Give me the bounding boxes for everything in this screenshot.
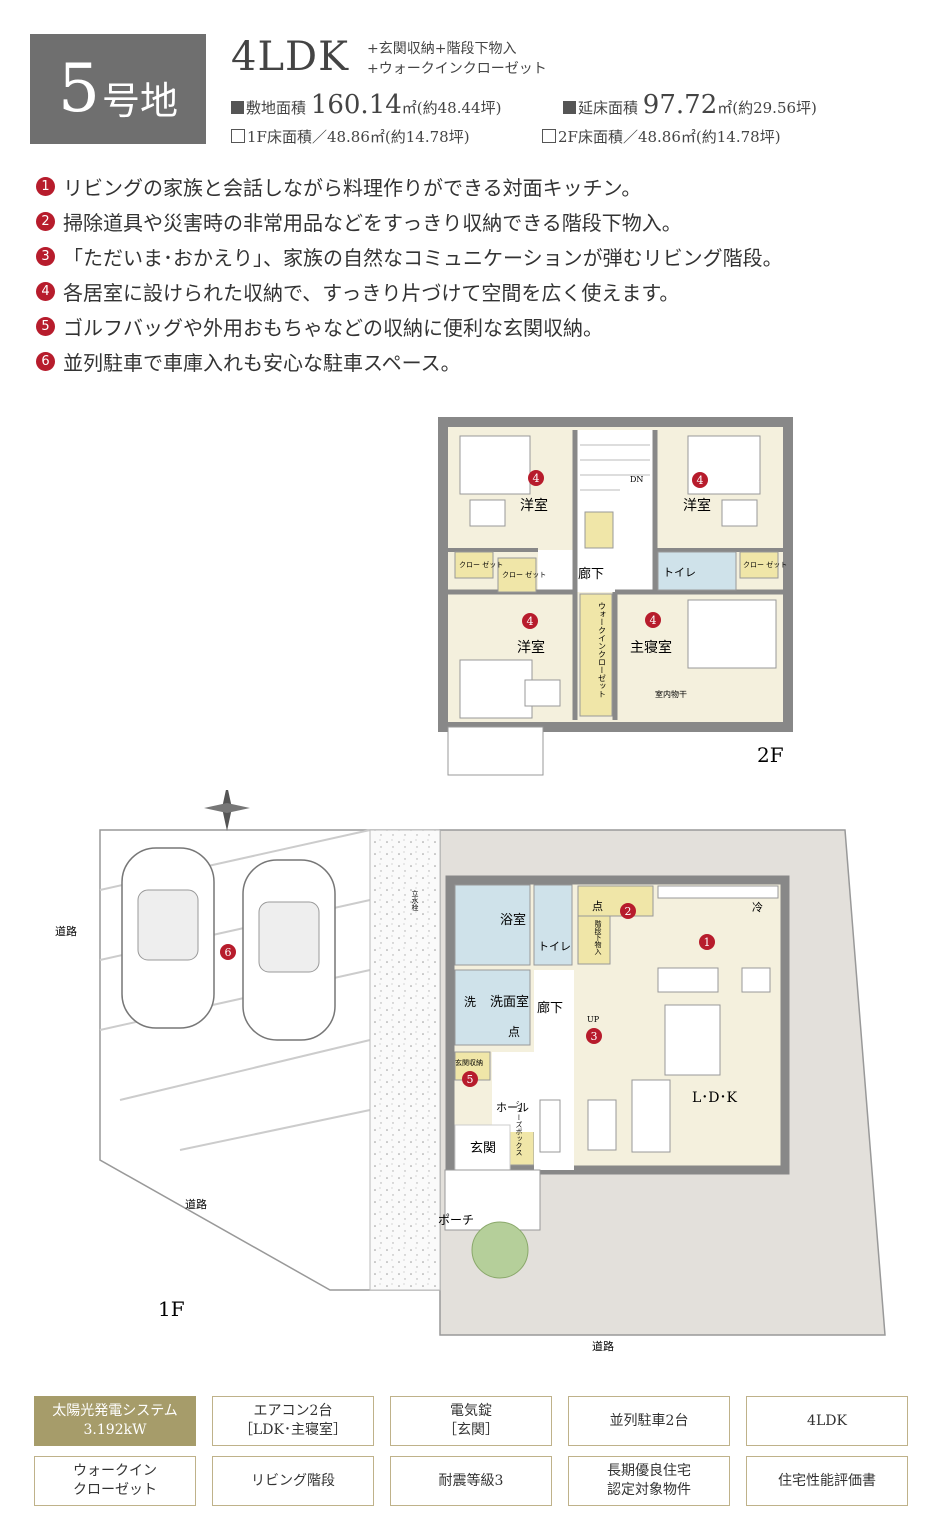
dryer-label: 室内物干	[655, 689, 687, 699]
road-label: 道路	[592, 1339, 614, 1353]
floor-label-2f: 2F	[757, 743, 784, 767]
tag-4ldk: 4LDK	[746, 1396, 908, 1446]
number-badge: 1	[36, 177, 55, 196]
room-label: 主寝室	[630, 639, 672, 656]
storage-label: シューズボックス	[515, 1100, 523, 1156]
floor-area: 延床面積 97.72㎡(約29.56坪)	[563, 90, 817, 120]
room-label: 洋室	[520, 497, 548, 514]
plan-type: 4LDK	[231, 34, 349, 80]
stairs-up-label: UP	[587, 1015, 600, 1024]
svg-text:4: 4	[533, 472, 540, 485]
filled-square-icon	[231, 101, 244, 114]
room-label: 洋室	[517, 639, 545, 656]
storage-label: 玄関収納	[455, 1058, 483, 1067]
room-label: トイレ	[663, 566, 696, 579]
lot-number: 5	[57, 50, 100, 127]
room-label: 浴室	[500, 912, 526, 928]
f2-area: 2F床面積／48.86㎡(約14.78坪)	[542, 126, 781, 147]
closet-label: クロー ゼット	[743, 560, 787, 569]
svg-text:5: 5	[467, 1073, 474, 1086]
stairs-down-label: DN	[630, 475, 643, 484]
inspection-label: 点	[508, 1025, 520, 1039]
tag-seismic: 耐震等級3	[390, 1456, 552, 1506]
floor-label-1f: 1F	[158, 1297, 185, 1321]
plan-extra-2: +ウォークインクローゼット	[367, 61, 547, 77]
svg-text:3: 3	[591, 1030, 598, 1043]
filled-square-icon	[563, 101, 576, 114]
fridge-label: 冷	[752, 901, 763, 914]
room-label: L･D･K	[692, 1090, 738, 1106]
tag-aircon: エアコン2台 ［LDK･主寝室］	[212, 1396, 374, 1446]
room-label: 洗面室	[490, 994, 529, 1010]
closet-label: クロー ゼット	[502, 570, 546, 579]
tag-performance: 住宅性能評価書	[746, 1456, 908, 1506]
svg-text:4: 4	[650, 614, 657, 627]
f1-area: 1F床面積／48.86㎡(約14.78坪)	[231, 126, 470, 147]
tag-parking: 並列駐車2台	[568, 1396, 730, 1446]
number-badge: 6	[36, 352, 55, 371]
storage-label: 階段下物入	[594, 919, 602, 955]
empty-square-icon	[542, 129, 556, 143]
room-label: 洋室	[683, 497, 711, 514]
tag-solar: 太陽光発電システム 3.192kW	[34, 1396, 196, 1446]
compass-icon: N	[204, 790, 250, 831]
room-label: 廊下	[578, 566, 604, 582]
tag-walk-in-closet: ウォークイン クローゼット	[34, 1456, 196, 1506]
lot-number-box: 5 号地	[30, 34, 206, 144]
road-label: 道路	[55, 924, 77, 938]
number-badge: 3	[36, 247, 55, 266]
room-label: ホール	[496, 1101, 529, 1114]
floor-plan-2f: 4 4 4 4 洋室 洋室 洋室 主寝室 廊下 トイレ DN ウォークインクロー…	[438, 417, 793, 776]
site-area-value: 160.14	[310, 90, 402, 120]
floor2-walls	[438, 417, 793, 776]
room-label: 玄関	[470, 1141, 496, 1156]
tag-electric-lock: 電気錠 ［玄関］	[390, 1396, 552, 1446]
tag-living-stairs: リビング階段	[212, 1456, 374, 1506]
washer-label: 洗	[464, 995, 476, 1009]
svg-text:2: 2	[625, 905, 632, 918]
parked-cars: 6	[121, 847, 336, 1041]
road-label: 道路	[185, 1197, 207, 1211]
room-label: ポーチ	[438, 1213, 474, 1227]
floor-plan-1f: 6 2 1 3 5 浴室 トイレ 洗面室 洗 点 点 廊下 L･D･K ホール …	[55, 790, 886, 1353]
floor1-badges: 2 1 3 5	[462, 903, 715, 1087]
floor2-badges: 4 4 4 4	[522, 470, 708, 629]
number-badge: 4	[36, 282, 55, 301]
floor-area-value: 97.72	[642, 90, 718, 120]
plan-extra-1: +玄関収納+階段下物入	[367, 41, 517, 57]
number-badge: 5	[36, 317, 55, 336]
inspection-label: 点	[592, 900, 603, 913]
empty-square-icon	[231, 129, 245, 143]
svg-text:1: 1	[704, 936, 711, 949]
faucet-label: 立水栓	[411, 889, 419, 912]
number-badge: 2	[36, 212, 55, 231]
tag-long-term: 長期優良住宅 認定対象物件	[568, 1456, 730, 1506]
house-1f	[444, 875, 790, 1279]
svg-text:4: 4	[697, 474, 704, 487]
feature-3: 3「ただいま･おかえり」、家族の自然なコミュニケーションが弾むリビング階段。	[36, 242, 783, 271]
site-area: 敷地面積 160.14㎡(約48.44坪)	[231, 90, 501, 120]
lot-suffix: 号地	[101, 78, 178, 123]
room-label: 廊下	[537, 1000, 563, 1016]
room-label: トイレ	[538, 940, 571, 953]
wic-label: ウォークインクローゼット	[598, 602, 607, 698]
closet-label: クロー ゼット	[459, 560, 503, 569]
svg-text:4: 4	[527, 615, 534, 628]
svg-text:6: 6	[225, 946, 232, 959]
